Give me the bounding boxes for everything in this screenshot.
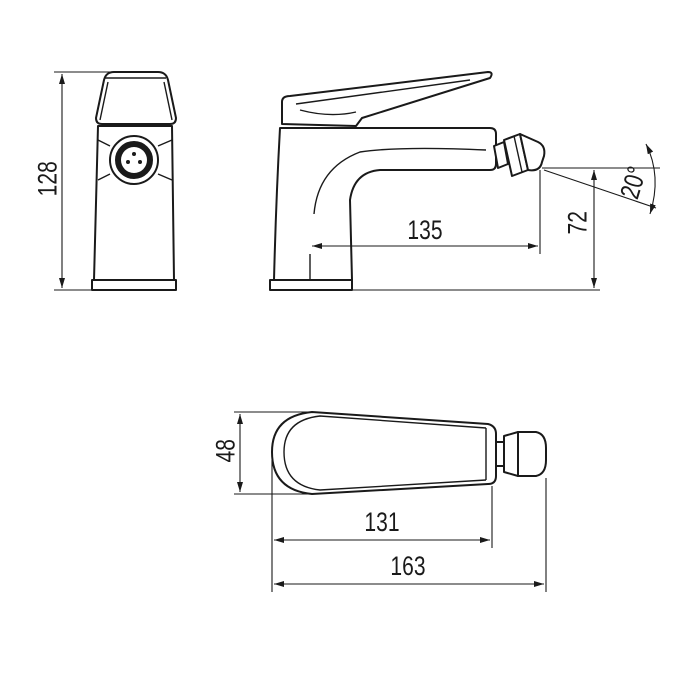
dimension-width-48: 48: [211, 411, 312, 495]
dim-label-72: 72: [563, 211, 593, 234]
dimension-reach-135: 135: [312, 170, 541, 254]
dim-label-128: 128: [33, 161, 63, 196]
aerator-nozzle: [97, 135, 173, 185]
dimension-length-163: 163: [274, 478, 547, 592]
side-nozzle: [493, 133, 546, 177]
dimension-length-131: 131: [271, 460, 493, 592]
dim-label-135: 135: [407, 216, 442, 246]
side-base: [269, 279, 353, 291]
side-body-spout: [273, 127, 497, 281]
front-base: [91, 279, 177, 291]
dimension-height-72: 72: [352, 167, 600, 291]
front-handle: [95, 71, 177, 125]
dim-label-163: 163: [390, 552, 425, 582]
top-nozzle: [495, 431, 547, 477]
dim-label-131: 131: [364, 508, 399, 538]
dim-label-48: 48: [211, 439, 241, 462]
front-view: [91, 71, 177, 291]
dimension-angle-20: 20°: [543, 143, 660, 215]
dimension-height-128: 128: [33, 71, 110, 291]
side-view: [269, 71, 546, 291]
side-handle-lever: [281, 71, 493, 127]
top-view: [271, 411, 547, 495]
